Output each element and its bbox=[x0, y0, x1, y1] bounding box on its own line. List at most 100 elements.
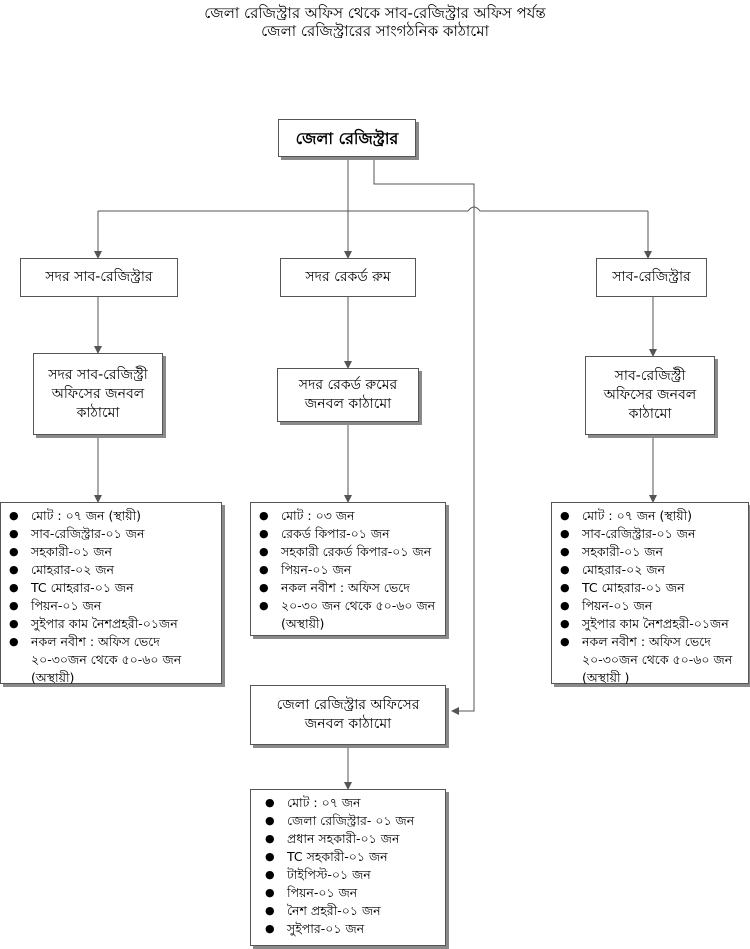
bullet-icon: ● bbox=[560, 617, 570, 630]
connector-bus bbox=[98, 206, 648, 212]
left-structure-line2: অফিসের জনবল bbox=[51, 385, 145, 402]
bullet-icon: ● bbox=[259, 599, 269, 612]
staff-item-text: নকল নবীশ : অফিস ভেদে ২০-৩০জন থেকে ৫০-৬০ … bbox=[582, 634, 733, 685]
staff-list-item: ● প্রধান সহকারী-০১ জন bbox=[265, 830, 439, 848]
staff-list-item: ●সাব-রেজিস্ট্রার-০১ জন bbox=[9, 525, 215, 543]
left-office-label: সদর সাব-রেজিস্ট্রার bbox=[45, 269, 153, 285]
right-office-label: সাব-রেজিস্ট্রার bbox=[612, 269, 691, 285]
staff-item-text: পিয়ন-০১ জন bbox=[31, 598, 102, 613]
staff-list-item: ● নৈশ প্রহরী-০১ জন bbox=[265, 902, 439, 920]
bullet-icon: ● bbox=[9, 617, 19, 630]
staff-list-item: ●TC মোহরার-০১ জন bbox=[9, 579, 215, 597]
bullet-icon: ● bbox=[560, 527, 570, 540]
bullet-icon: ● bbox=[9, 635, 19, 648]
middle-structure-line2: জনবল কাঠামো bbox=[304, 396, 392, 412]
staff-item-text: মোহরার-০২ জন bbox=[31, 562, 114, 577]
bullet-icon: ● bbox=[560, 563, 570, 576]
left-staff-list: ● মোট : ০৭ জন (স্থায়ী) ●সাব-রেজিস্ট্রার-০… bbox=[0, 502, 222, 687]
staff-list-item: ● পিয়ন-০১ জন bbox=[9, 597, 215, 615]
bullet-icon: ● bbox=[265, 904, 275, 917]
bullet-icon: ● bbox=[560, 635, 570, 648]
staff-item-text: মোট : ০৭ জন (স্থায়ী) bbox=[31, 508, 142, 523]
staff-item-text: TC সহকারী-০১ জন bbox=[287, 849, 388, 864]
staff-item-text: ২০-৩০ জন থেকে ৫০-৬০ জন (অস্থায়ী) bbox=[281, 598, 436, 631]
staff-item-text: মোট : ০৭ জন bbox=[287, 795, 361, 810]
staff-item-text: পিয়ন-০১ জন bbox=[281, 562, 352, 577]
district-registrar-box: জেলা রেজিস্ট্রার bbox=[278, 119, 416, 157]
staff-item-text: সুইপার-০১ জন bbox=[287, 921, 365, 936]
staff-list-item: ●রেকর্ড কিপার-০১ জন bbox=[259, 525, 439, 543]
district-structure-line2: জনবল কাঠামো bbox=[304, 716, 392, 732]
staff-item-text: রেকর্ড কিপার-০১ জন bbox=[281, 526, 390, 541]
staff-item-text: পিয়ন-০১ জন bbox=[582, 598, 653, 613]
right-structure-line3: কাঠামো bbox=[628, 406, 672, 422]
staff-item-text: নৈশ প্রহরী-০১ জন bbox=[287, 903, 381, 918]
bullet-icon: ● bbox=[265, 850, 275, 863]
bullet-icon: ● bbox=[265, 868, 275, 881]
staff-item-text: নকল নবীশ : অফিস ভেদে bbox=[281, 580, 410, 595]
staff-list-item: ● টাইপিস্ট-০১ জন bbox=[265, 866, 439, 884]
left-structure-line1: সদর সাব-রেজিস্ট্রী bbox=[48, 366, 148, 383]
staff-list-item: ●সহকারী রেকর্ড কিপার-০১ জন bbox=[259, 543, 439, 561]
right-structure-line1: সাব-রেজিস্ট্রী bbox=[614, 368, 686, 384]
district-staff-list: ● মোট : ০৭ জন ● জেলা রেজিস্ট্রার- ০১ জন ● প্র… bbox=[250, 789, 446, 946]
staff-item-text: মোট : ০৭ জন (স্থায়ী) bbox=[582, 508, 693, 523]
right-office-box: সাব-রেজিস্ট্রার bbox=[596, 258, 707, 297]
staff-list-item: ● ২০-৩০ জন থেকে ৫০-৬০ জন (অস্থায়ী) bbox=[259, 597, 439, 633]
staff-list-item: ● মোট : ০৭ জন (স্থায়ী) bbox=[9, 507, 215, 525]
bullet-icon: ● bbox=[265, 796, 275, 809]
staff-list-item: ●পিয়ন-০১ জন bbox=[259, 561, 439, 579]
chart-title-line1: জেলা রেজিস্ট্রার অফিস থেকে সাব-রেজিস্ট্র… bbox=[204, 4, 546, 22]
bullet-icon: ● bbox=[9, 581, 19, 594]
bullet-icon: ● bbox=[259, 581, 269, 594]
middle-office-box: সদর রেকর্ড রুম bbox=[280, 258, 416, 297]
left-structure-line3: কাঠামো bbox=[76, 404, 120, 421]
bullet-icon: ● bbox=[259, 509, 269, 522]
staff-list-item: ● মোহরার-০২ জন bbox=[560, 561, 742, 579]
staff-list-item: ●মোট : ০৩ জন bbox=[259, 507, 439, 525]
bullet-icon: ● bbox=[9, 599, 19, 612]
staff-list-item: ●সহকারী-০১ জন bbox=[560, 543, 742, 561]
right-structure-line2: অফিসের জনবল bbox=[603, 387, 697, 403]
staff-item-text: নকল নবীশ : অফিস ভেদে ২০-৩০জন থেকে ৫০-৬০ … bbox=[31, 634, 182, 685]
connector-to-district-office bbox=[373, 157, 475, 715]
staff-list-item: ● জেলা রেজিস্ট্রার- ০১ জন bbox=[265, 812, 439, 830]
bullet-icon: ● bbox=[265, 814, 275, 827]
staff-list-item: ●মোহরার-০২ জন bbox=[9, 561, 215, 579]
staff-list-item: ●সহকারী-০১ জন bbox=[9, 543, 215, 561]
staff-list-item: ● সাব-রেজিস্ট্রার-০১ জন bbox=[560, 525, 742, 543]
staff-list-item: ● TC সহকারী-০১ জন bbox=[265, 848, 439, 866]
staff-item-text: টাইপিস্ট-০১ জন bbox=[287, 867, 371, 882]
bullet-icon: ● bbox=[9, 509, 19, 522]
right-structure-box: সাব-রেজিস্ট্রী অফিসের জনবল কাঠামো bbox=[585, 356, 715, 435]
left-structure-box: সদর সাব-রেজিস্ট্রী অফিসের জনবল কাঠামো bbox=[33, 353, 163, 435]
staff-item-text: সুইপার কাম নৈশপ্রহরী-০১জন bbox=[31, 616, 178, 631]
staff-list-item: ● নকল নবীশ : অফিস ভেদে bbox=[259, 579, 439, 597]
staff-list-item: ● সুইপার কাম নৈশপ্রহরী-০১জন bbox=[9, 615, 215, 633]
staff-item-text: মোহরার-০২ জন bbox=[582, 562, 665, 577]
staff-list-item: ● মোট : ০৭ জন (স্থায়ী) bbox=[560, 507, 742, 525]
bullet-icon: ● bbox=[265, 922, 275, 935]
bullet-icon: ● bbox=[560, 509, 570, 522]
staff-item-text: জেলা রেজিস্ট্রার- ০১ জন bbox=[287, 813, 415, 828]
bullet-icon: ● bbox=[560, 545, 570, 558]
district-structure-line1: জেলা রেজিস্ট্রার অফিসের bbox=[276, 697, 420, 713]
staff-list-item: ● মোট : ০৭ জন bbox=[265, 794, 439, 812]
district-registrar-label: জেলা রেজিস্ট্রার bbox=[295, 128, 399, 148]
middle-structure-line1: সদর রেকর্ড রুমের bbox=[298, 377, 398, 393]
bullet-icon: ● bbox=[560, 581, 570, 594]
staff-item-text: প্রধান সহকারী-০১ জন bbox=[287, 831, 400, 846]
staff-item-text: TC মোহরার-০১ জন bbox=[582, 580, 685, 595]
staff-item-text: পিয়ন-০১ জন bbox=[287, 885, 358, 900]
staff-list-item: ● নকল নবীশ : অফিস ভেদে ২০-৩০জন থেকে ৫০-৬০… bbox=[9, 633, 215, 687]
staff-list-item: ●পিয়ন-০১ জন bbox=[560, 597, 742, 615]
bullet-icon: ● bbox=[265, 832, 275, 845]
staff-list-item: ●সুইপার কাম নৈশপ্রহরী-০১জন bbox=[560, 615, 742, 633]
staff-item-text: সাব-রেজিস্ট্রার-০১ জন bbox=[582, 526, 696, 541]
bullet-icon: ● bbox=[259, 545, 269, 558]
right-staff-list: ● মোট : ০৭ জন (স্থায়ী) ● সাব-রেজিস্ট্রার-০… bbox=[551, 502, 749, 685]
middle-office-label: সদর রেকর্ড রুম bbox=[305, 269, 391, 285]
district-office-structure-box: জেলা রেজিস্ট্রার অফিসের জনবল কাঠামো bbox=[250, 685, 446, 745]
middle-staff-list: ●মোট : ০৩ জন●রেকর্ড কিপার-০১ জন●সহকারী র… bbox=[250, 502, 446, 636]
